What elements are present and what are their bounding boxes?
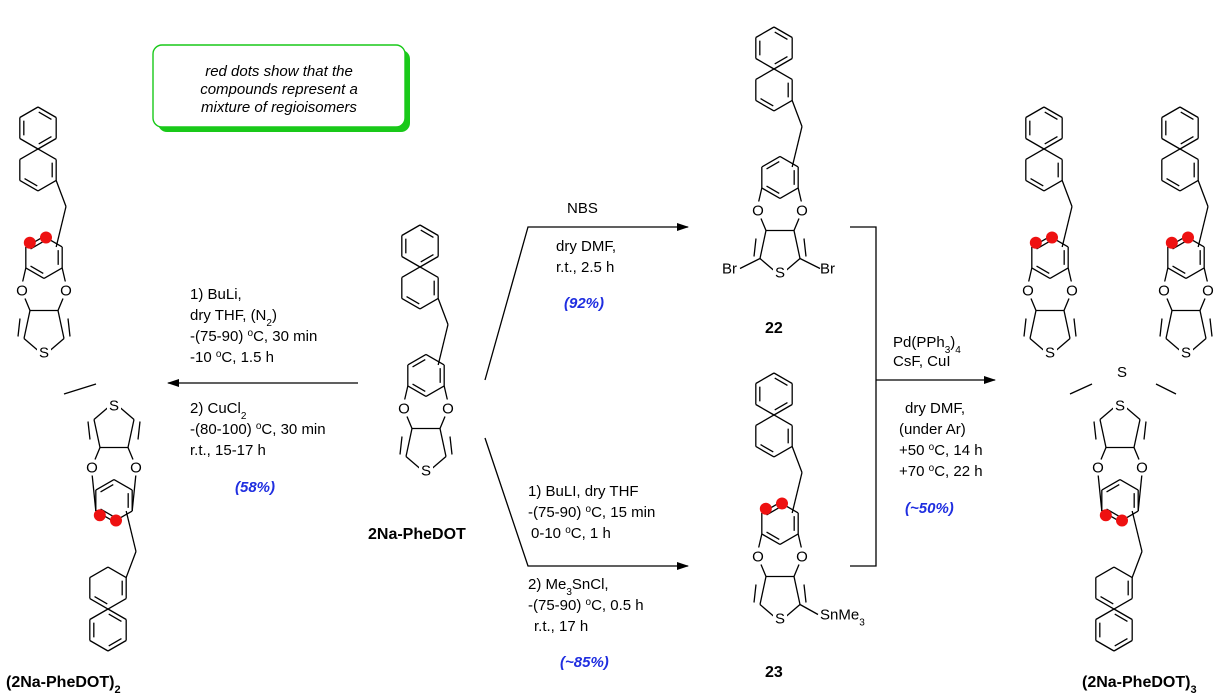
label-trimer: (2Na-PheDOT)3 xyxy=(1082,674,1197,694)
oxygen-atom: O xyxy=(398,400,410,417)
bromine-atom: Br xyxy=(722,260,737,277)
conditions-coupling: Pd(PPh3)4 CsF, CuI dry DMF, (under Ar) +… xyxy=(893,334,983,517)
regioisomer-dot xyxy=(759,502,772,515)
cond-dimer-step2: 2) CuCl2 xyxy=(190,400,247,422)
sulfur-atom: S xyxy=(109,398,119,415)
cond-dimer-temp1: -(75-90) oC, 30 min xyxy=(190,328,317,346)
cond-dimer-step1: 1) BuLi, xyxy=(190,286,242,303)
structure-dimer-link xyxy=(63,383,97,395)
note-line-2: compounds represent a xyxy=(200,81,358,98)
structure-2Na-PheDOT: O O S xyxy=(397,224,455,479)
regioisomer-dot xyxy=(1099,509,1112,522)
label-dimer: (2Na-PheDOT)2 xyxy=(6,674,121,694)
label-22: 22 xyxy=(765,320,783,337)
bracket-22-23 xyxy=(850,226,877,567)
arrow-to-22 xyxy=(484,223,689,381)
regioisomer-dot xyxy=(93,509,106,522)
sulfur-atom: S xyxy=(1117,364,1127,381)
structure-trimer-core: S xyxy=(1069,363,1177,395)
regioisomer-dot xyxy=(1165,236,1178,249)
oxygen-atom: O xyxy=(60,282,72,299)
note-frame xyxy=(152,44,406,128)
regioisomer-dot xyxy=(1029,236,1042,249)
oxygen-atom: O xyxy=(86,460,98,477)
regioisomer-dot xyxy=(776,497,788,510)
oxygen-atom: O xyxy=(1202,282,1214,299)
cond-stan-step2: 2) Me3SnCl, xyxy=(528,576,609,598)
structure-trimer-bottom: O O S xyxy=(1091,396,1149,652)
oxygen-atom: O xyxy=(1158,282,1170,299)
oxygen-atom: O xyxy=(1092,460,1104,477)
cond-stan-temp3: -(75-90) oC, 0.5 h xyxy=(528,597,644,615)
yield-dimer: (58%) xyxy=(235,479,275,496)
structure-22: O O S Br Br xyxy=(722,26,835,281)
cond-dimer-temp3: -(80-100) oC, 30 min xyxy=(190,421,326,439)
arrow-to-23 xyxy=(484,437,689,570)
cond-coupling-catalyst: Pd(PPh3)4 xyxy=(893,334,961,356)
oxygen-atom: O xyxy=(1136,460,1148,477)
sulfur-atom: S xyxy=(775,264,785,281)
sulfur-atom: S xyxy=(775,610,785,627)
oxygen-atom: O xyxy=(1066,282,1078,299)
structure-trimer-right: O O S xyxy=(1157,106,1215,361)
bromine-atom: Br xyxy=(820,260,835,277)
structure-trimer-left: O O S xyxy=(1021,106,1079,361)
sulfur-atom: S xyxy=(1045,344,1055,361)
regioisomer-dot xyxy=(1182,231,1194,244)
oxygen-atom: O xyxy=(1022,282,1034,299)
oxygen-atom: O xyxy=(442,400,454,417)
cond-dimer-time: r.t., 15-17 h xyxy=(190,442,266,459)
conditions-bromination: NBS dry DMF, r.t., 2.5 h (92%) xyxy=(556,200,616,312)
cond-dimer-solvent: dry THF, (N2) xyxy=(190,307,277,329)
trimethyltin-group: SnMe3 xyxy=(820,606,865,628)
cond-coupling-additives: CsF, CuI xyxy=(893,353,951,370)
cond-stan-temp2: 0-10 oC, 1 h xyxy=(531,525,611,543)
regioisomer-note: red dots show that the compounds represe… xyxy=(152,44,410,132)
structure-dimer-bottom: O O S xyxy=(85,396,143,652)
label-23: 23 xyxy=(765,664,783,681)
regioisomer-dot xyxy=(1046,231,1058,244)
conditions-dimerization: 1) BuLi, dry THF, (N2) -(75-90) oC, 30 m… xyxy=(190,286,326,496)
sulfur-atom: S xyxy=(39,344,49,361)
oxygen-atom: O xyxy=(130,460,142,477)
sulfur-atom: S xyxy=(1181,344,1191,361)
note-line-1: red dots show that the xyxy=(205,63,353,80)
cond-coupling-temp2: +70 oC, 22 h xyxy=(899,463,983,481)
oxygen-atom: O xyxy=(752,548,764,565)
yield-23: (~85%) xyxy=(560,654,609,671)
yield-22: (92%) xyxy=(564,295,604,312)
structure-23: O O S SnMe3 xyxy=(751,372,865,628)
note-line-3: mixture of regioisomers xyxy=(201,99,357,116)
cond-stan-step1: 1) BuLI, dry THF xyxy=(528,483,639,500)
cond-dimer-temp2: -10 oC, 1.5 h xyxy=(190,349,274,367)
regioisomer-dot xyxy=(40,231,52,244)
oxygen-atom: O xyxy=(16,282,28,299)
cond-stan-temp1: -(75-90) oC, 15 min xyxy=(528,504,655,522)
regioisomer-dot xyxy=(23,236,36,249)
label-2Na-PheDOT: 2Na-PheDOT xyxy=(368,526,466,543)
sulfur-atom: S xyxy=(1115,398,1125,415)
cond-stan-time: r.t., 17 h xyxy=(534,618,588,635)
oxygen-atom: O xyxy=(796,202,808,219)
cond-bromination-solvent: dry DMF, xyxy=(556,238,616,255)
cond-coupling-solvent: dry DMF, xyxy=(905,400,965,417)
sulfur-atom: S xyxy=(421,462,431,479)
regioisomer-dot xyxy=(1116,514,1128,527)
structure-dimer-top: O O S xyxy=(15,106,73,361)
cond-coupling-temp1: +50 oC, 14 h xyxy=(899,442,983,460)
regioisomer-dot xyxy=(110,514,122,527)
oxygen-atom: O xyxy=(752,202,764,219)
cond-coupling-atmosphere: (under Ar) xyxy=(899,421,966,438)
cond-bromination-time: r.t., 2.5 h xyxy=(556,259,614,276)
oxygen-atom: O xyxy=(796,548,808,565)
yield-trimer: (~50%) xyxy=(905,500,954,517)
cond-nbs: NBS xyxy=(567,200,598,217)
conditions-stannylation: 1) BuLI, dry THF -(75-90) oC, 15 min 0-1… xyxy=(528,483,655,671)
